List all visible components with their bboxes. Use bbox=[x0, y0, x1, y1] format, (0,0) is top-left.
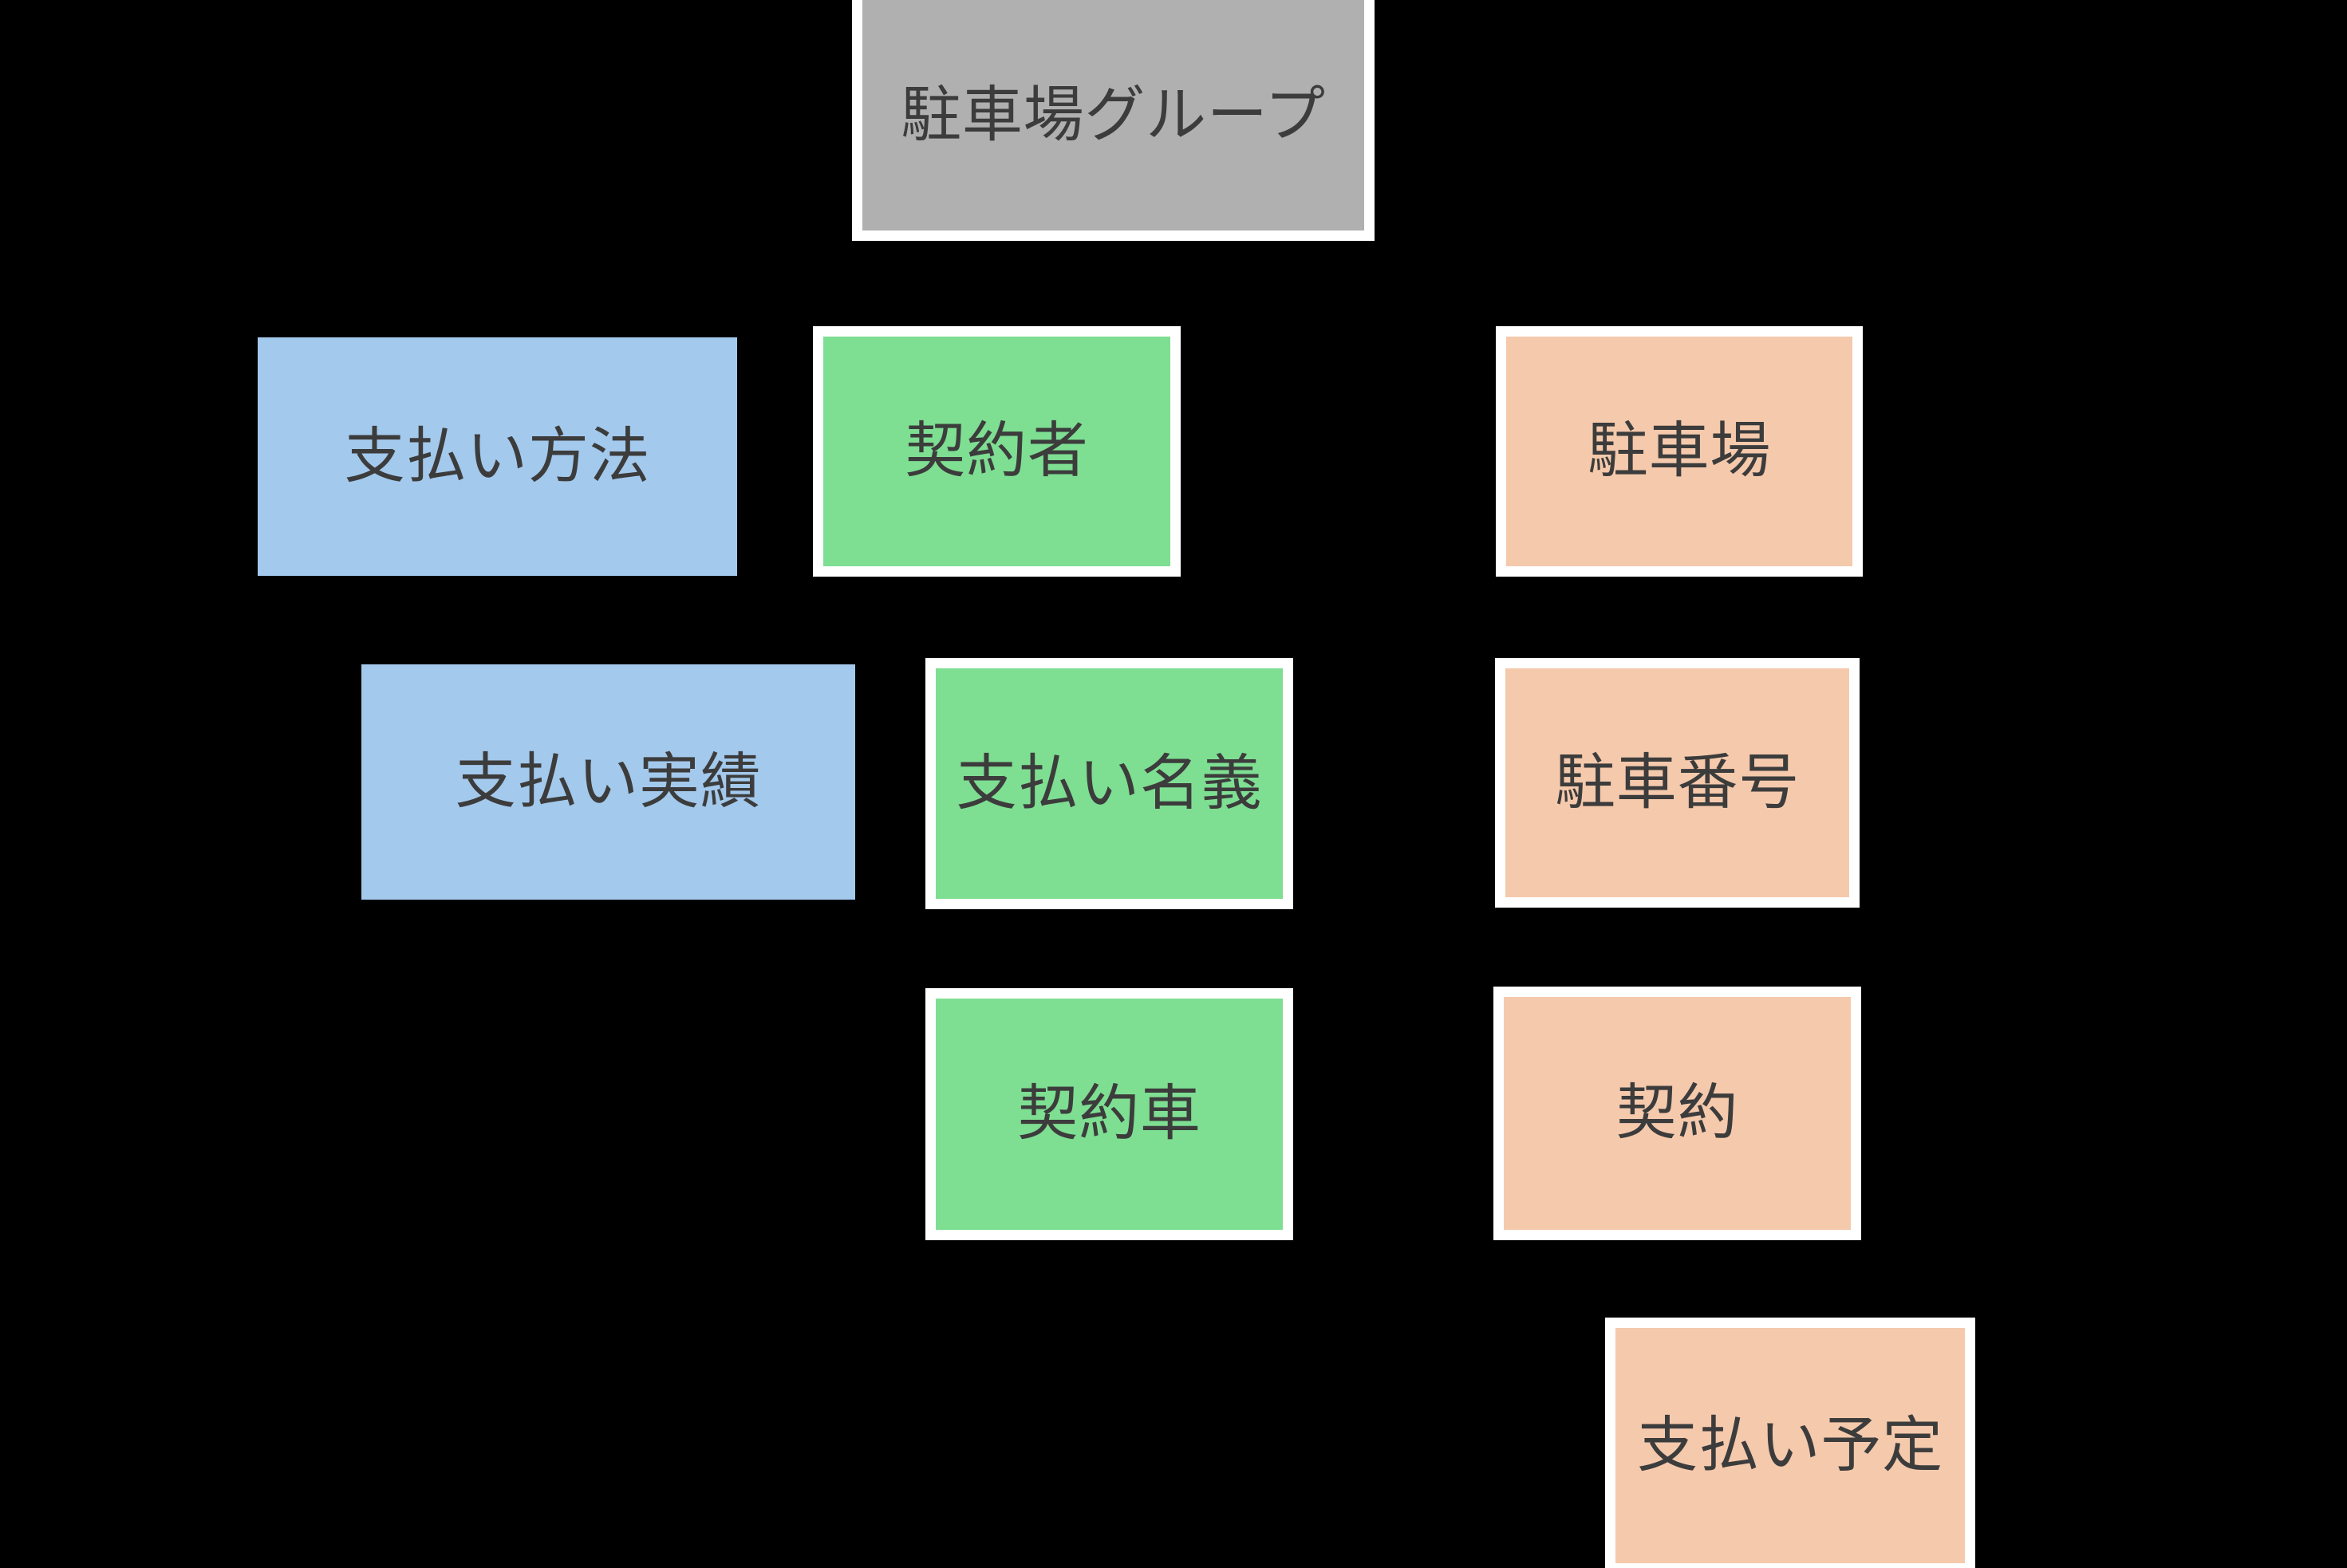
node-label-contract: 契約 bbox=[1615, 1079, 1739, 1147]
node-payment-method[interactable]: 支払い方法 bbox=[258, 337, 737, 576]
node-parking-number[interactable]: 駐車番号 bbox=[1495, 658, 1860, 908]
node-payment-name[interactable]: 支払い名義 bbox=[925, 658, 1293, 909]
node-label-parking-number: 駐車番号 bbox=[1554, 748, 1801, 817]
node-label-parking-lot: 駐車場 bbox=[1587, 417, 1772, 485]
node-payment-schedule[interactable]: 支払い予定 bbox=[1605, 1318, 1975, 1568]
node-label-payment-name: 支払い名義 bbox=[956, 749, 1263, 817]
node-parking-lot[interactable]: 駐車場 bbox=[1496, 326, 1863, 577]
node-contract-car[interactable]: 契約車 bbox=[925, 988, 1293, 1240]
node-label-payment-record: 支払い実績 bbox=[455, 747, 762, 816]
node-label-contract-car: 契約車 bbox=[1017, 1080, 1201, 1148]
node-parking-group[interactable]: 駐車場グループ bbox=[852, 0, 1375, 241]
node-payment-record[interactable]: 支払い実績 bbox=[361, 664, 855, 900]
node-contractor[interactable]: 契約者 bbox=[813, 326, 1181, 577]
node-contract[interactable]: 契約 bbox=[1493, 987, 1861, 1240]
connector-horizontal-segment bbox=[798, 702, 938, 711]
node-label-payment-schedule: 支払い予定 bbox=[1637, 1411, 1943, 1479]
node-label-contractor: 契約者 bbox=[905, 417, 1089, 485]
node-label-parking-group: 駐車場グループ bbox=[901, 81, 1326, 149]
node-label-payment-method: 支払い方法 bbox=[344, 422, 651, 490]
